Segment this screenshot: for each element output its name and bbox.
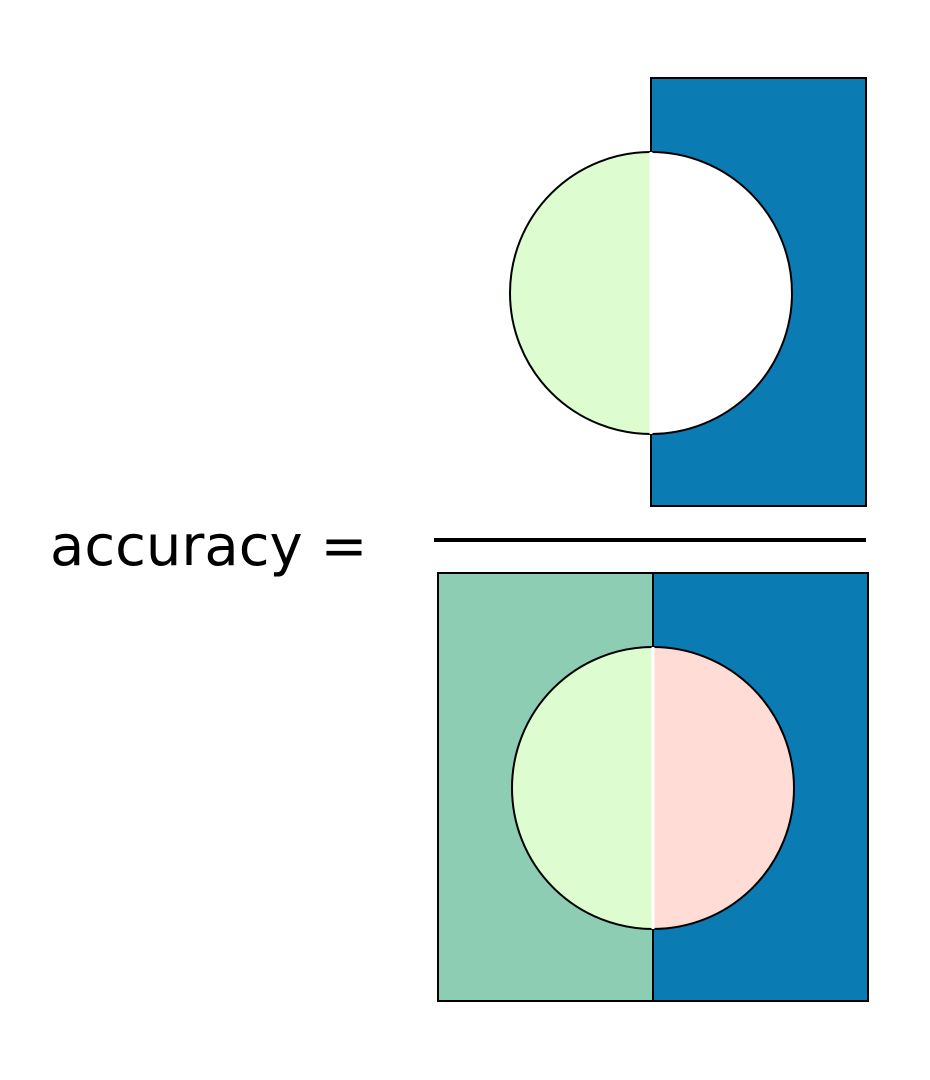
numerator-true-positive-region <box>510 152 651 434</box>
denominator-true-positive-region <box>512 647 653 929</box>
denominator-false-positive-region <box>653 647 794 929</box>
numerator-circle-right-half <box>651 152 792 434</box>
numerator-venn-icon <box>509 77 867 507</box>
accuracy-label: accuracy = <box>50 514 367 579</box>
denominator-venn-icon <box>437 572 869 1002</box>
